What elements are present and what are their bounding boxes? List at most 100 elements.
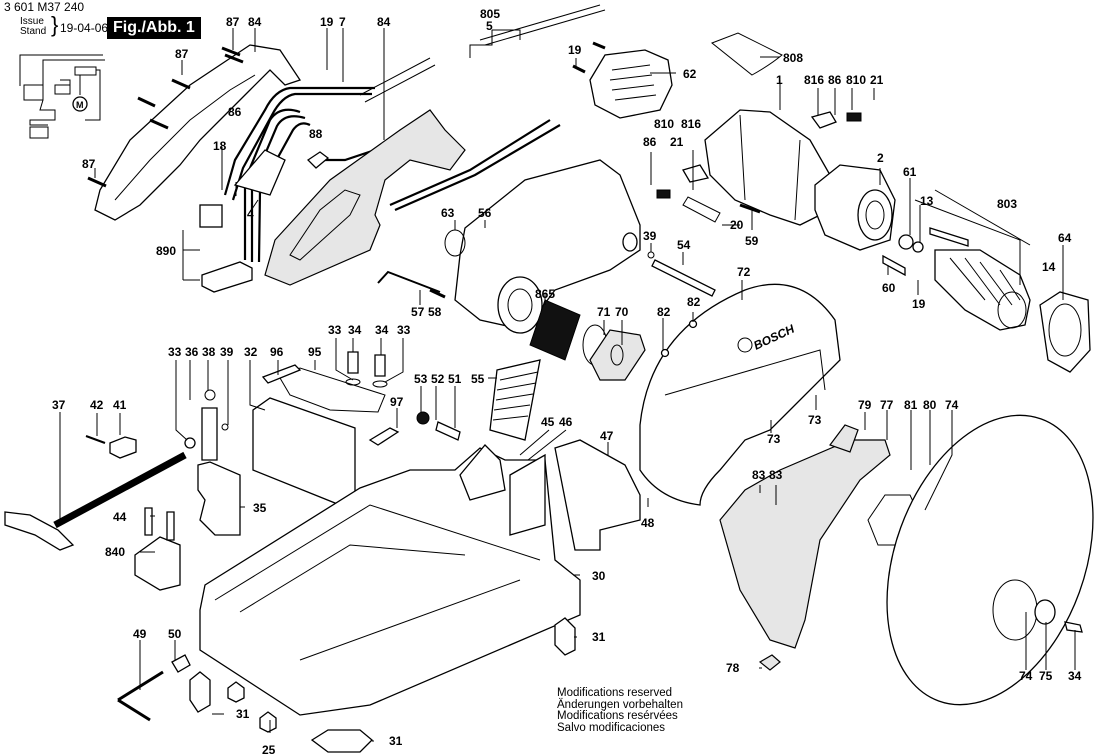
callout-50: 50	[168, 627, 182, 641]
callout-49: 49	[133, 627, 147, 641]
part-bracket-35	[197, 461, 241, 536]
callout-83: 83	[769, 468, 783, 482]
callout-42: 42	[90, 398, 104, 412]
callout-4: 4	[247, 207, 254, 221]
callout-30: 30	[592, 569, 606, 583]
drawing-number: 3 601 M37 240	[4, 0, 85, 14]
callout-35: 35	[253, 501, 267, 515]
callout-18: 18	[213, 139, 227, 153]
callout-31: 31	[389, 734, 403, 748]
callout-14: 14	[1042, 260, 1056, 274]
part-pin-51	[435, 421, 461, 441]
callout-13: 13	[920, 194, 934, 208]
part-filter-865	[529, 299, 581, 361]
callout-82: 82	[687, 295, 701, 309]
part-armature-803	[934, 249, 1031, 331]
part-washer-75	[1034, 599, 1056, 625]
callout-21: 21	[870, 73, 884, 87]
issue-label: Issue	[20, 16, 44, 27]
callout-59: 59	[745, 234, 759, 248]
part-lever-57	[377, 270, 441, 293]
part-bushing-36	[201, 407, 218, 461]
part-label-808	[711, 32, 783, 76]
part-screw-34b	[374, 354, 386, 377]
callout-19: 19	[320, 15, 334, 29]
callout-74: 74	[1019, 669, 1033, 683]
callout-37: 37	[52, 398, 66, 412]
callout-810: 810	[654, 117, 674, 131]
callout-31: 31	[592, 630, 606, 644]
part-spindle-37	[4, 511, 75, 551]
callout-45: 45	[541, 415, 555, 429]
part-carbon-brush-810a	[846, 112, 862, 122]
callout-20: 20	[730, 218, 744, 232]
part-power-cable	[359, 57, 436, 103]
notice-line-en: Modifications reserved	[557, 687, 673, 699]
callout-840: 840	[105, 545, 125, 559]
part-motor-housing-1	[704, 109, 831, 226]
part-clip-96	[261, 364, 302, 384]
part-cover-20	[682, 196, 721, 223]
callout-19: 19	[568, 43, 582, 57]
part-screw-44b	[166, 511, 175, 541]
part-washer-33b	[372, 380, 388, 388]
issue-date: 19-04-06	[60, 21, 109, 35]
callout-86: 86	[228, 105, 242, 119]
part-dust-hose-55	[489, 359, 541, 441]
part-nut-bottom	[227, 681, 245, 703]
callout-51: 51	[448, 372, 462, 386]
part-screw-59	[739, 203, 761, 214]
part-plug-82b	[660, 348, 670, 358]
part-switch	[233, 149, 286, 196]
part-brush-holder-816a	[810, 111, 837, 129]
callout-84: 84	[377, 15, 391, 29]
callout-86: 86	[828, 73, 842, 87]
part-foot-78	[758, 654, 781, 671]
part-screw-34a	[347, 351, 359, 374]
callout-79: 79	[858, 398, 872, 412]
callout-88: 88	[309, 127, 323, 141]
part-bearing-61	[898, 234, 914, 250]
callout-77: 77	[880, 398, 894, 412]
callout-57: 57	[411, 305, 425, 319]
part-nut-25	[259, 711, 277, 733]
callout-39: 39	[220, 345, 234, 359]
part-terminal-block	[201, 261, 253, 293]
part-spring-58	[429, 288, 446, 299]
part-knob-53	[416, 411, 430, 425]
callout-labels: 87 84 19 7 84 805 5 19 62 808 1 816 86 8…	[52, 7, 1082, 756]
notice-line-fr: Modifications resérvées	[557, 710, 678, 722]
callout-97: 97	[390, 395, 404, 409]
stand-label: Stand	[20, 26, 47, 37]
brace-symbol: }	[51, 12, 59, 37]
part-main-handle	[264, 109, 466, 286]
part-key-60	[882, 254, 906, 277]
callout-21: 21	[670, 135, 684, 149]
callout-56: 56	[478, 206, 492, 220]
motor-symbol-label: M	[76, 100, 84, 110]
part-screws-87	[87, 46, 244, 188]
callout-95: 95	[308, 345, 322, 359]
callout-803: 803	[997, 197, 1017, 211]
part-clip-97	[368, 427, 400, 446]
part-thread-37	[53, 451, 187, 529]
part-foot-31a	[554, 617, 576, 656]
part-carbon-brush-810b	[656, 189, 671, 199]
callout-61: 61	[903, 165, 917, 179]
callout-33: 33	[328, 323, 342, 337]
callout-96: 96	[270, 345, 284, 359]
callout-890: 890	[156, 244, 176, 258]
part-key-upper	[929, 227, 969, 247]
callout-72: 72	[737, 265, 751, 279]
callout-52: 52	[431, 372, 445, 386]
motor-symbol-icon	[72, 96, 88, 112]
part-flange-70	[589, 329, 646, 381]
part-handle-shell	[94, 44, 302, 221]
callout-816: 816	[681, 117, 701, 131]
part-field-coil-2	[814, 164, 896, 251]
callout-39: 39	[643, 229, 657, 243]
part-washer-33	[184, 437, 196, 449]
callout-70: 70	[615, 305, 629, 319]
part-bolt-34	[1064, 621, 1083, 633]
callout-71: 71	[597, 305, 611, 319]
